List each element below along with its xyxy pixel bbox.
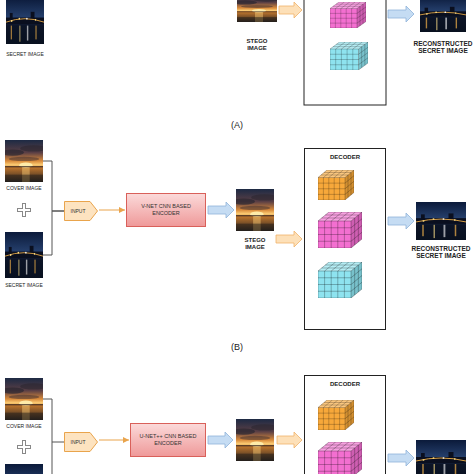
encoder-box: U-NET++ CNN BASED ENCODER	[130, 423, 206, 457]
photo-thumbnail	[236, 189, 274, 231]
reconstructed-image	[416, 440, 466, 474]
flow-arrow	[276, 231, 302, 247]
node-text: COVER IMAGE	[0, 186, 48, 192]
stego-image: STEGO IMAGE	[236, 189, 274, 231]
input-arrow	[99, 440, 129, 441]
photo	[237, 0, 277, 22]
photo-thumbnail	[5, 232, 43, 278]
image-caption: SECRET IMAGE	[0, 283, 48, 289]
cyan-feature-block	[330, 42, 368, 70]
node-text: SECRET IMAGE	[0, 283, 48, 289]
blue-arrow	[388, 6, 414, 22]
node-text: DECODER	[305, 381, 385, 387]
input-bracket	[43, 399, 64, 442]
photo-thumbnail	[5, 378, 43, 420]
input-bracket	[43, 161, 64, 211]
plus-symbol	[17, 203, 31, 217]
plus-symbol-inner	[18, 441, 30, 453]
node-text: COVER IMAGE	[0, 424, 48, 430]
input-label-holder: INPUT	[64, 432, 92, 452]
node-text: STEGO IMAGE	[238, 237, 272, 251]
pink-feature-block	[318, 442, 362, 474]
flow-arrow	[208, 202, 234, 218]
photo	[5, 232, 43, 278]
photo	[5, 378, 43, 420]
photo-thumbnail	[6, 0, 44, 44]
node-text: RECONSTRUCTED SECRET IMAGE	[407, 40, 474, 55]
node-text: V-NET CNN BASED ENCODER	[133, 203, 199, 216]
reconstructed-image: RECONSTRUCTED SECRET IMAGE	[416, 202, 466, 240]
panel-label: (B)	[207, 342, 267, 352]
orange-feature-block	[318, 170, 354, 200]
photo-thumbnail	[237, 0, 277, 22]
input-bracket	[43, 211, 64, 255]
input-label-holder: INPUT	[64, 201, 92, 221]
orange-arrow	[279, 2, 302, 18]
decoder-box: DECODER	[304, 375, 386, 474]
node-text: RECONSTRUCTED SECRET IMAGE	[405, 245, 474, 260]
plus-symbol-inner	[18, 204, 30, 216]
image-caption: COVER IMAGE	[0, 424, 48, 430]
image-caption: STEGO IMAGE	[238, 237, 272, 251]
orange-arrow	[277, 432, 302, 448]
photo	[6, 0, 44, 44]
photo-thumbnail	[416, 202, 466, 240]
pink-feature-block	[318, 212, 362, 248]
stego-image: STEGO IMAGE	[237, 0, 277, 22]
input-arrow	[99, 210, 125, 211]
node-text: SECRET IMAGE	[1, 52, 49, 58]
photo	[416, 202, 466, 240]
cover-image: COVER IMAGE	[5, 378, 43, 420]
image-caption: RECONSTRUCTED SECRET IMAGE	[405, 245, 474, 260]
plus-symbol	[17, 440, 31, 454]
photo-thumbnail	[420, 0, 466, 32]
node-text: INPUT	[71, 208, 86, 214]
reconstructed-image: RECONSTRUCTED SECRET IMAGE	[420, 0, 466, 32]
input-bracket	[43, 442, 52, 474]
photo	[236, 189, 274, 231]
image-caption: RECONSTRUCTED SECRET IMAGE	[407, 40, 474, 55]
decoder-box: DECODER	[304, 148, 386, 330]
photo	[5, 140, 43, 182]
input-arrow-outline	[65, 433, 98, 452]
panel-label: (A)	[207, 120, 267, 130]
secret-image	[5, 464, 43, 474]
stego-image	[232, 419, 278, 461]
input-arrow-box: INPUT	[64, 432, 98, 452]
blue-arrow	[208, 432, 233, 448]
orange-feature-block	[318, 400, 354, 430]
node-text: STEGO IMAGE	[240, 38, 274, 52]
photo	[420, 0, 466, 32]
input-arrow-box: INPUT	[64, 201, 98, 221]
input-arrow-outline	[65, 202, 98, 221]
image-caption: COVER IMAGE	[0, 186, 48, 192]
node-text: U-NET++ CNN BASED ENCODER	[137, 433, 199, 446]
image-caption: STEGO IMAGE	[240, 38, 274, 52]
secret-image: SECRET IMAGE	[6, 0, 44, 44]
encoder-box: V-NET CNN BASED ENCODER	[126, 193, 206, 227]
cover-image: COVER IMAGE	[5, 140, 43, 182]
decoder-frame	[304, 0, 386, 105]
flow-arrow	[388, 213, 414, 229]
secret-image: SECRET IMAGE	[5, 232, 43, 278]
pink-feature-block	[330, 2, 366, 28]
image-caption: SECRET IMAGE	[1, 52, 49, 58]
photo-thumbnail	[5, 140, 43, 182]
node-text: DECODER	[305, 154, 385, 160]
node-text: INPUT	[71, 439, 86, 445]
blue-arrow	[388, 450, 414, 466]
cyan-feature-block	[318, 262, 362, 298]
